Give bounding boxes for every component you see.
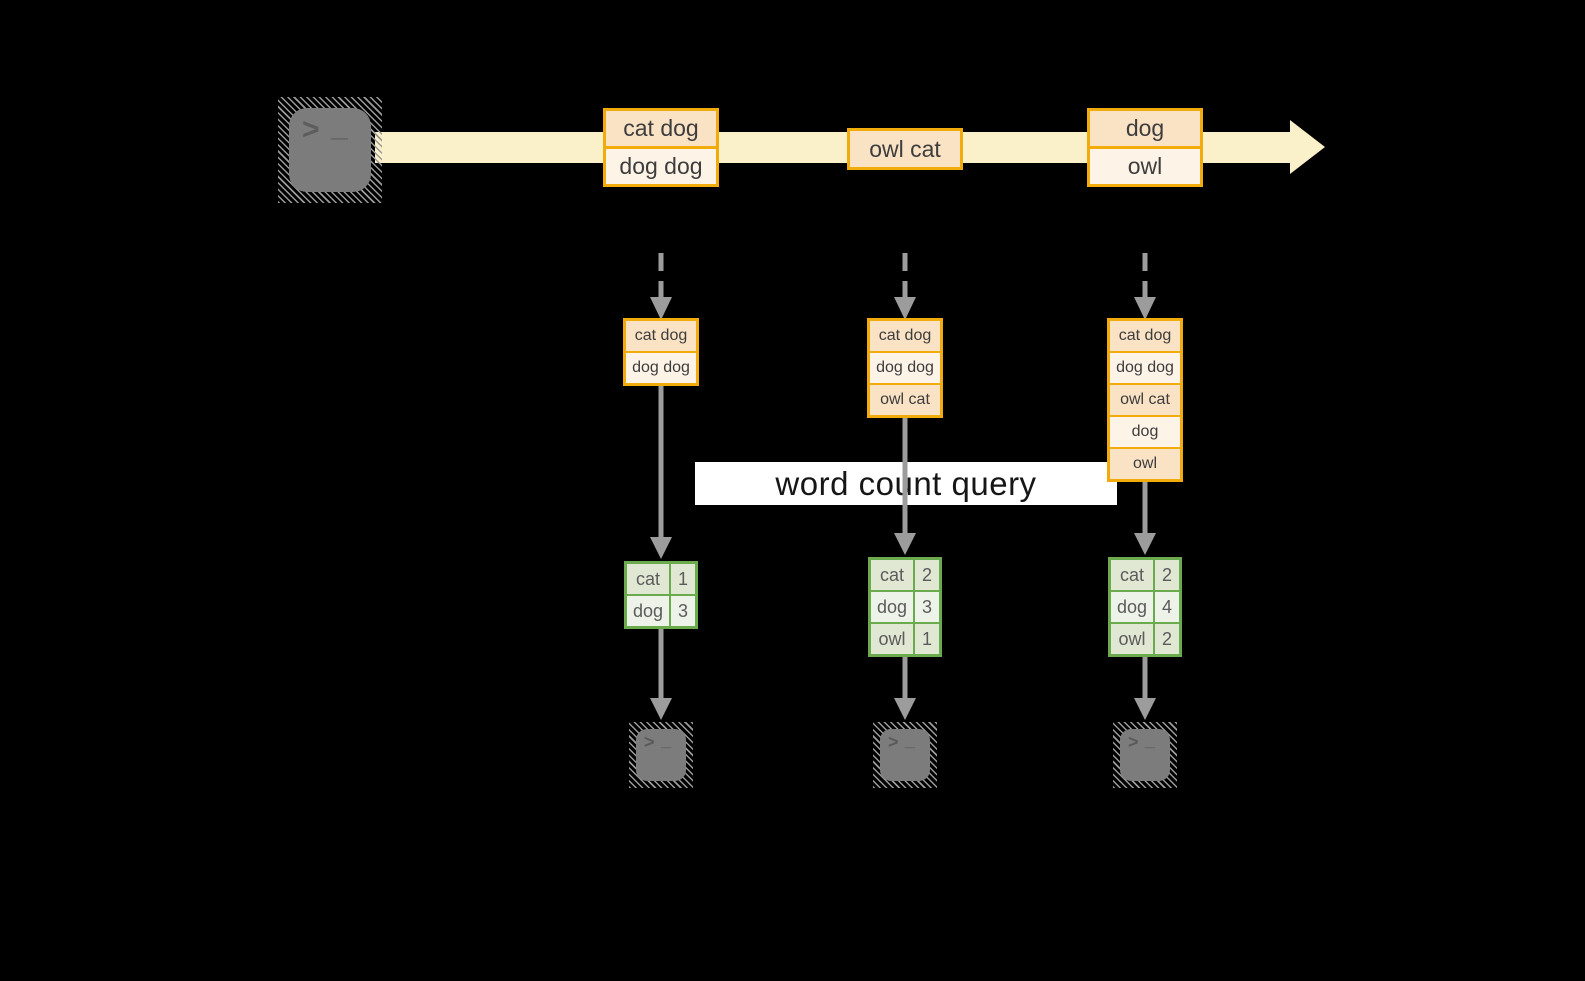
buffer-row: dog dog [870,353,940,383]
word-cell: owl [871,624,913,654]
prompt-glyph: > [302,113,320,146]
stream-event-box-1: cat dog dog dog [603,108,719,187]
cursor-glyph: _ [661,730,672,750]
table-row: owl 2 [1111,624,1179,654]
table-row: dog 4 [1111,592,1179,622]
word-cell: cat [871,560,913,590]
word-cell: cat [627,564,669,594]
count-cell: 2 [915,560,939,590]
buffer-row: owl [1110,449,1180,479]
sink-terminal-icon-3: > _ [1113,722,1177,788]
count-cell: 2 [1155,624,1179,654]
table-row: cat 2 [871,560,939,590]
stream-arrow-head [1290,120,1325,174]
word-cell: dog [871,592,913,622]
word-cell: dog [627,596,669,626]
event-line: owl cat [850,131,960,167]
word-cell: cat [1111,560,1153,590]
buffer-row: owl cat [1110,385,1180,415]
input-buffer-box-2: cat dog dog dog owl cat [867,318,943,418]
buffer-row: owl cat [870,385,940,415]
word-cell: dog [1111,592,1153,622]
prompt-glyph: > [644,732,655,752]
table-row: dog 3 [627,596,695,626]
event-line: owl [1090,149,1200,184]
sink-arrow-3-head [1134,698,1156,720]
buffer-row: cat dog [1110,321,1180,351]
result-table-2: cat 2 dog 3 owl 1 [868,557,942,657]
query-arrow-3-head [1134,533,1156,555]
count-cell: 4 [1155,592,1179,622]
query-arrow-1-head [650,537,672,559]
result-table-3: cat 2 dog 4 owl 2 [1108,557,1182,657]
word-cell: owl [1111,624,1153,654]
table-row: dog 3 [871,592,939,622]
prompt-glyph: > [888,732,899,752]
table-row: cat 1 [627,564,695,594]
table-row: cat 2 [1111,560,1179,590]
buffer-row: dog dog [626,353,696,383]
result-table-1: cat 1 dog 3 [624,561,698,629]
cursor-glyph: _ [1145,730,1156,750]
count-cell: 3 [915,592,939,622]
query-band: word count query [695,462,1117,505]
stream-event-box-3: dog owl [1087,108,1203,187]
event-line: dog dog [606,149,716,184]
query-label: word count query [775,464,1037,502]
table-row: owl 1 [871,624,939,654]
sink-terminal-icon-2: > _ [873,722,937,788]
buffer-row: dog dog [1110,353,1180,383]
stream-event-box-2: owl cat [847,128,963,170]
buffer-row: dog [1110,417,1180,447]
sink-arrow-2-head [894,698,916,720]
event-line: dog [1090,111,1200,146]
input-buffer-box-3: cat dog dog dog owl cat dog owl [1107,318,1183,482]
sink-arrow-1-head [650,698,672,720]
count-cell: 1 [915,624,939,654]
cursor-glyph: _ [905,730,916,750]
buffer-row: cat dog [626,321,696,351]
query-arrow-2-head [894,533,916,555]
source-terminal-icon: > _ [278,97,382,203]
event-line: cat dog [606,111,716,146]
batch-arrow-3-head [1134,297,1156,320]
cursor-glyph: _ [331,110,348,143]
batch-arrow-1-head [650,297,672,320]
count-cell: 1 [671,564,695,594]
count-cell: 2 [1155,560,1179,590]
sink-terminal-icon-1: > _ [629,722,693,788]
input-buffer-box-1: cat dog dog dog [623,318,699,386]
count-cell: 3 [671,596,695,626]
buffer-row: cat dog [870,321,940,351]
batch-arrow-2-head [894,297,916,320]
prompt-glyph: > [1128,732,1139,752]
